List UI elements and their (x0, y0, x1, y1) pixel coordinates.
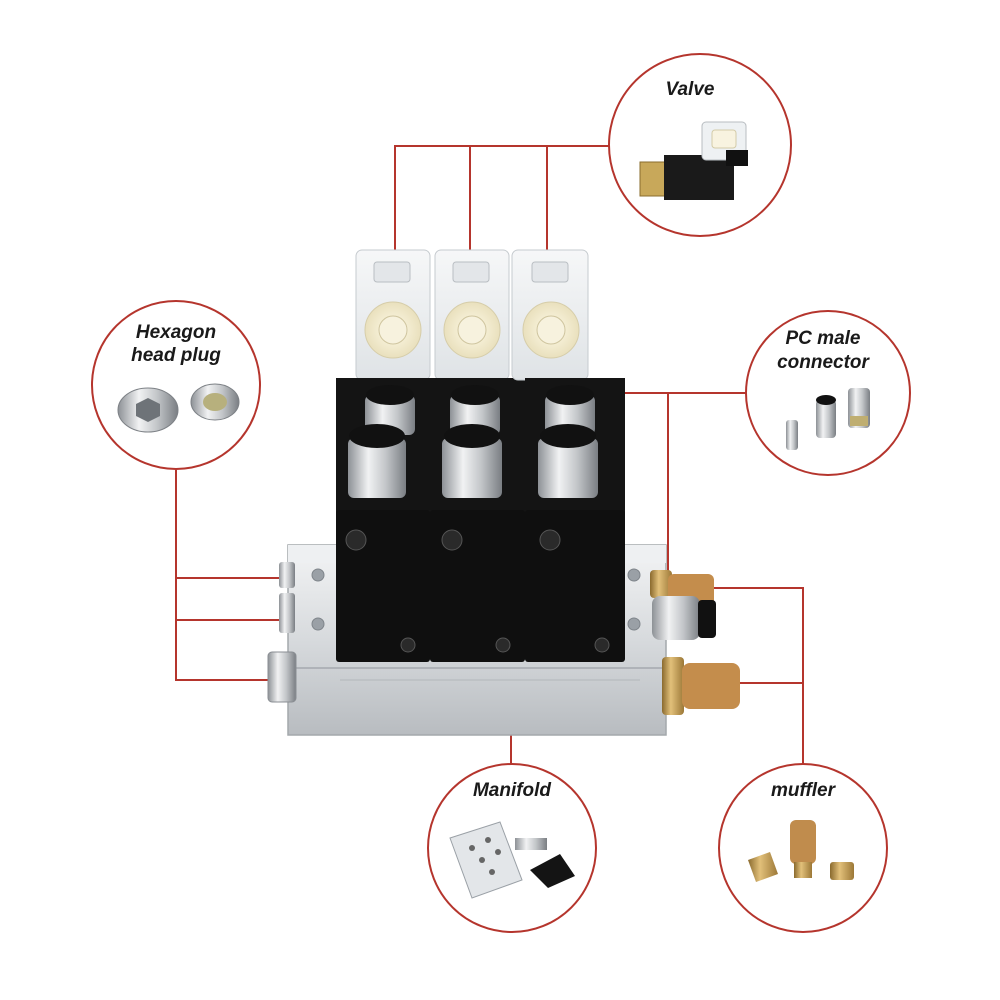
valve-fittings (348, 385, 598, 498)
callout-pc-connector-label-line2: connector (777, 352, 870, 373)
leader-valve (394, 145, 610, 262)
leader-muffler (712, 587, 804, 770)
callout-manifold: Manifold (427, 763, 597, 933)
muffler-thumbnail (748, 820, 854, 882)
callout-hex-plug-label-line2: head plug (131, 345, 221, 366)
pc-connector-thumbnail (786, 388, 870, 450)
callout-manifold-label: Manifold (473, 780, 551, 801)
valve-3 (511, 249, 625, 662)
callout-muffler-label: muffler (771, 780, 837, 801)
leader-hex-plug (175, 470, 285, 681)
hex-plug-thumbnail (117, 383, 240, 433)
callout-pc-connector-label-line1: PC male (786, 328, 861, 349)
valve-thumbnail (639, 121, 748, 200)
manifold-thumbnail (449, 821, 575, 899)
callout-muffler: muffler (718, 763, 888, 933)
callout-valve-label: Valve (666, 79, 715, 100)
callout-hex-plug: Hexagon head plug (91, 300, 261, 470)
callout-pc-connector: PC male connector (745, 310, 911, 476)
right-side-fittings (650, 570, 740, 715)
callout-hex-plug-label-line1: Hexagon (136, 322, 216, 343)
callout-valve: Valve (608, 53, 792, 237)
